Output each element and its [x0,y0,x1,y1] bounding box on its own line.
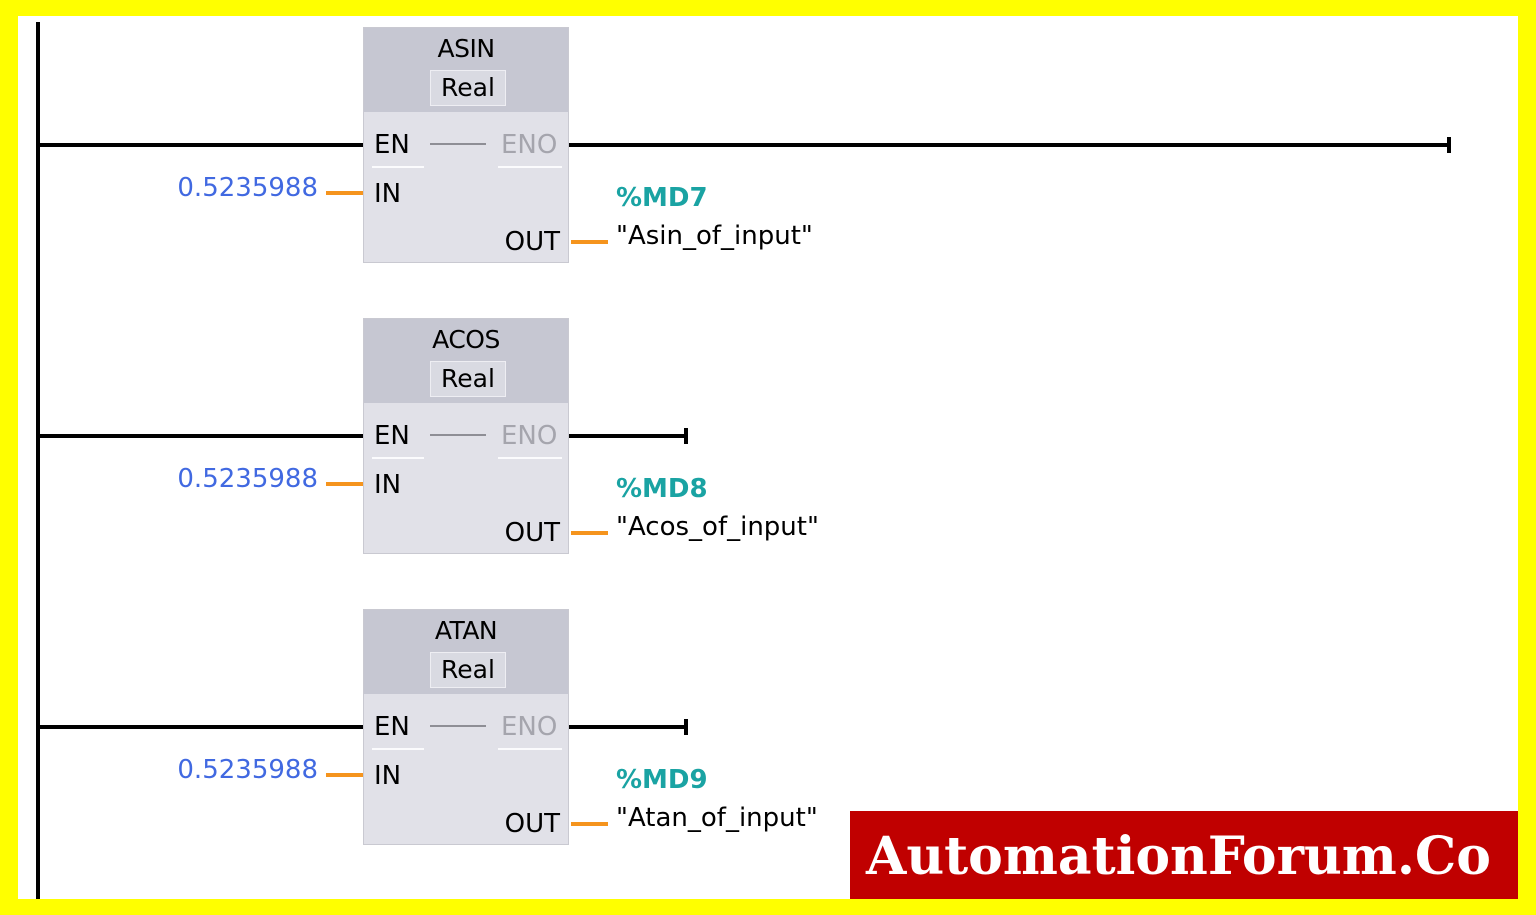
rung-3-out-address[interactable]: %MD9 [616,765,708,795]
en-pin-label: EN [374,421,410,451]
rung-2-enable-wire [38,434,363,438]
block-header: ASIN Real [364,28,568,112]
in-pin-label: IN [374,761,402,791]
block-header: ACOS Real [364,319,568,403]
in-pin-label: IN [374,470,402,500]
rung-1-in-pin-wire [326,191,363,195]
en-pin-label: EN [374,130,410,160]
rung-2-eno-wire [569,434,686,438]
left-power-rail [36,22,40,899]
watermark-banner: AutomationForum.Co [850,811,1518,899]
rung-2-in-value[interactable]: 0.5235988 [177,464,318,494]
rung-2-wire-end [684,428,688,444]
rung-2-out-address[interactable]: %MD8 [616,474,708,504]
rung-3-out-pin-wire [571,822,608,826]
instruction-name: ASIN [437,34,495,63]
instruction-name: ACOS [432,325,500,354]
en-underline [372,166,424,168]
rung-3-in-pin-wire [326,773,363,777]
eno-underline [498,457,562,459]
rung-3-out-symbol[interactable]: "Atan_of_input" [616,803,818,833]
en-underline [372,748,424,750]
rung-3-wire-end [684,719,688,735]
block-header: ATAN Real [364,610,568,694]
eno-pin-label: ENO [501,712,558,742]
rung-2-out-symbol[interactable]: "Acos_of_input" [616,512,819,542]
en-eno-link [430,143,486,145]
in-pin-label: IN [374,179,402,209]
out-pin-label: OUT [504,809,560,839]
rung-1-enable-wire [38,143,363,147]
atan-block[interactable]: ATAN Real EN ENO IN OUT [363,609,569,845]
out-pin-label: OUT [504,227,560,257]
acos-block[interactable]: ACOS Real EN ENO IN OUT [363,318,569,554]
rung-3-in-value[interactable]: 0.5235988 [177,755,318,785]
rung-1-in-value[interactable]: 0.5235988 [177,173,318,203]
eno-pin-label: ENO [501,130,558,160]
eno-underline [498,748,562,750]
data-type-selector[interactable]: Real [430,70,506,106]
data-type-selector[interactable]: Real [430,652,506,688]
en-eno-link [430,725,486,727]
en-pin-label: EN [374,712,410,742]
eno-pin-label: ENO [501,421,558,451]
data-type-selector[interactable]: Real [430,361,506,397]
rung-1-out-pin-wire [571,240,608,244]
eno-underline [498,166,562,168]
rung-1-out-symbol[interactable]: "Asin_of_input" [616,221,813,251]
rung-1-out-address[interactable]: %MD7 [616,183,708,213]
instruction-name: ATAN [434,616,498,645]
rung-1-eno-wire [569,143,1450,147]
rung-3-eno-wire [569,725,686,729]
en-underline [372,457,424,459]
rung-3-enable-wire [38,725,363,729]
rung-1-wire-end [1447,137,1451,153]
asin-block[interactable]: ASIN Real EN ENO IN OUT [363,27,569,263]
ladder-editor-canvas: 0.5235988 ASIN Real EN ENO IN OUT %MD7 "… [18,16,1518,899]
rung-2-out-pin-wire [571,531,608,535]
out-pin-label: OUT [504,518,560,548]
en-eno-link [430,434,486,436]
rung-2-in-pin-wire [326,482,363,486]
